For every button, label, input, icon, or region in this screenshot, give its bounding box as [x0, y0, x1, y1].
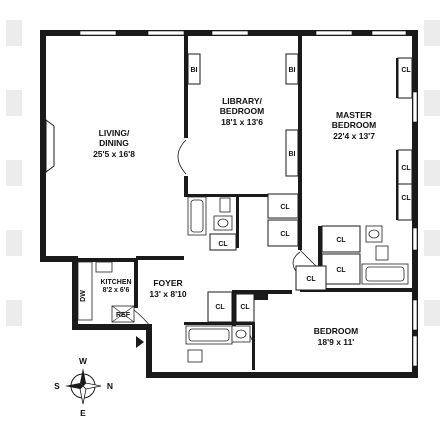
- compass-e: E: [80, 408, 86, 418]
- bedroom-size: 18'9 x 11': [318, 337, 355, 347]
- cl-label-master-2: CL: [336, 267, 346, 274]
- compass-w: W: [79, 356, 88, 366]
- library-name-2: BEDROOM: [220, 106, 264, 116]
- compass: W E S N: [54, 356, 113, 418]
- bedroom-name: BEDROOM: [314, 326, 358, 336]
- lower-bathroom: [185, 325, 251, 363]
- foyer-size: 13' x 8'10: [149, 289, 186, 299]
- cl-label-master-3: CL: [306, 276, 316, 283]
- master-closets: [295, 57, 413, 291]
- foyer-closets: [207, 291, 255, 323]
- dw-label: DW: [80, 290, 87, 302]
- living-bay: [45, 119, 55, 173]
- cl-label-master-6: CL: [401, 195, 411, 202]
- master-size: 22'4 x 13'7: [333, 131, 375, 141]
- library-name-1: LIBRARY/: [222, 96, 262, 106]
- compass-n: N: [107, 381, 113, 391]
- right-windows: [412, 91, 418, 367]
- kitchen-size: 8'2 x 6'6: [103, 287, 130, 294]
- cl-label-master-4: CL: [401, 67, 411, 74]
- cl-label-hall-2: CL: [280, 231, 290, 238]
- foyer-name: FOYER: [153, 278, 182, 288]
- compass-s: S: [54, 381, 60, 391]
- bi-label-3: BI: [289, 151, 296, 158]
- library-size: 18'1 x 13'6: [221, 117, 263, 127]
- master-name-2: BEDROOM: [332, 120, 376, 130]
- library-bathroom: [187, 196, 233, 236]
- top-windows: [79, 30, 407, 36]
- bi-label-2: BI: [289, 67, 296, 74]
- library-built-ins: [187, 53, 299, 177]
- master-bathroom: [361, 225, 409, 285]
- cl-label-bath: CL: [218, 241, 228, 248]
- living-name-1: LIVING/: [99, 128, 130, 138]
- compass-north-needle: [80, 368, 86, 386]
- living-name-2: DINING: [99, 138, 129, 148]
- cl-label-hall-1: CL: [280, 204, 290, 211]
- bi-label-1: BI: [191, 67, 198, 74]
- entry-arrow: [136, 336, 144, 348]
- cl-label-master-1: CL: [336, 237, 346, 244]
- cl-label-foyer-1: CL: [215, 304, 225, 311]
- kitchen-name: KITCHEN: [100, 279, 131, 286]
- watermark-pattern: [6, 20, 440, 326]
- master-name-1: MASTER: [336, 110, 372, 120]
- cl-label-foyer-2: CL: [240, 304, 250, 311]
- living-size: 25'5 x 16'8: [93, 149, 135, 159]
- ref-label: REF: [116, 312, 131, 319]
- kitchen-fixtures: [77, 261, 135, 323]
- cl-label-master-5: CL: [401, 165, 411, 172]
- hall-closets: [209, 193, 299, 251]
